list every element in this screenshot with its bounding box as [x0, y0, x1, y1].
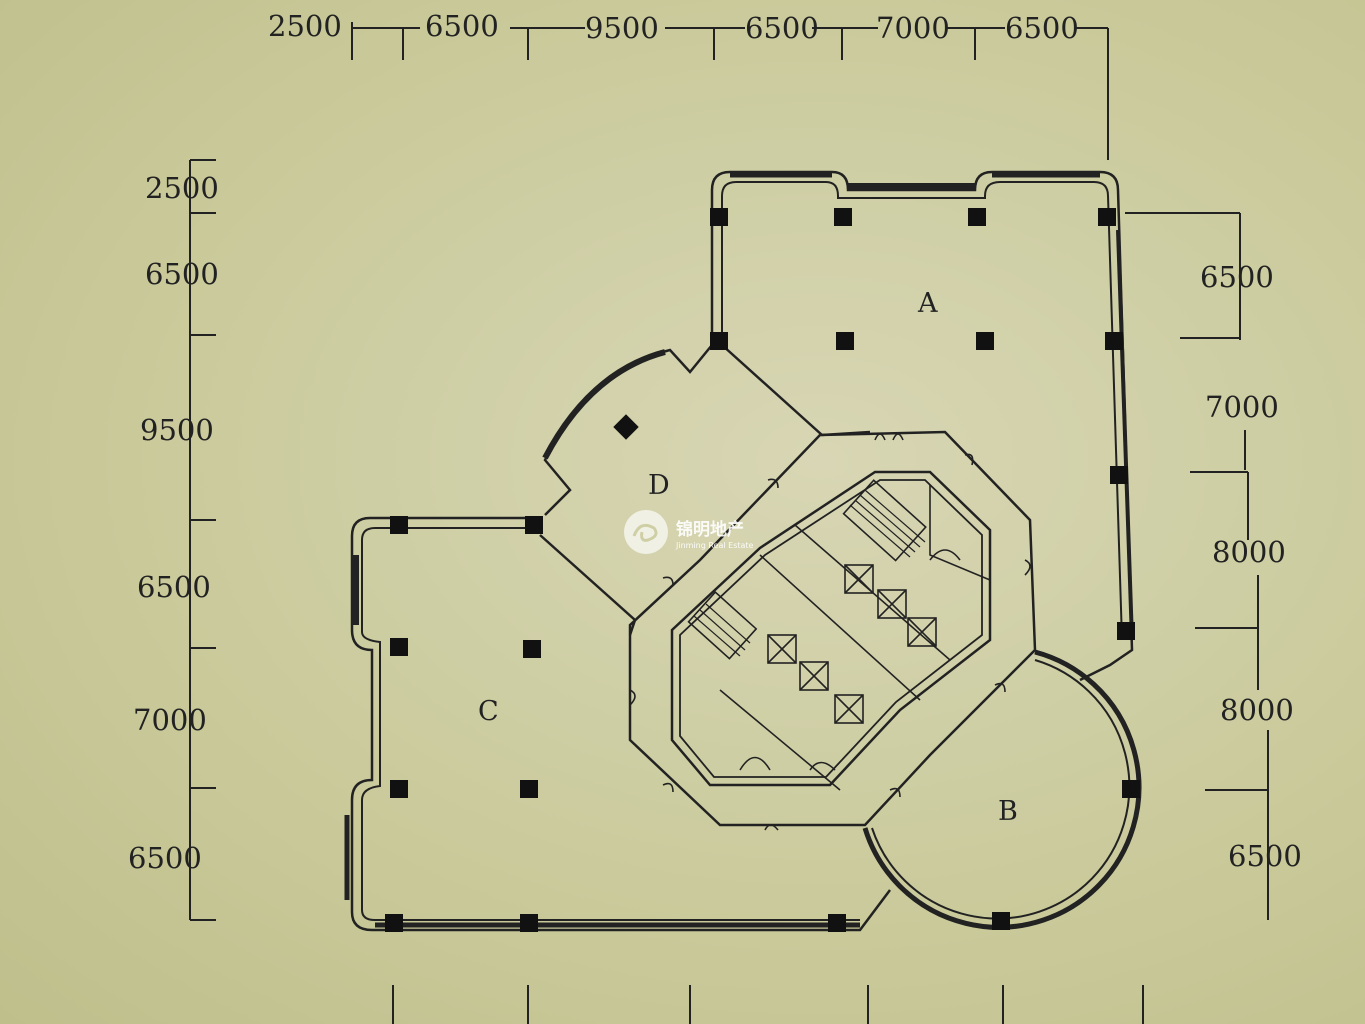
dim-right-1: 6500 [1200, 260, 1274, 294]
dim-left-5: 7000 [133, 703, 207, 737]
wall-block-a [710, 170, 1134, 682]
dim-left-2: 6500 [145, 257, 219, 291]
dim-right-3: 8000 [1212, 535, 1286, 569]
dim-top-2: 6500 [425, 9, 499, 43]
watermark-name-cn: 锦明地产 [676, 519, 744, 540]
left-dimensions: 2500 6500 9500 6500 7000 6500 [128, 171, 219, 875]
dim-left-3: 9500 [140, 413, 214, 447]
room-label-c: C [478, 696, 499, 727]
wall-block-c-inner [361, 527, 860, 921]
walls [344, 170, 1142, 932]
dim-right-2: 7000 [1205, 390, 1279, 424]
dim-left-6: 6500 [128, 841, 202, 875]
dim-top-1: 2500 [268, 9, 342, 43]
core-details [687, 479, 991, 791]
door-marks [629, 433, 1031, 831]
dimension-lines [189, 22, 1269, 1024]
dim-top-3: 9500 [585, 11, 659, 45]
dim-right-5: 6500 [1228, 839, 1302, 873]
wall-block-c [350, 516, 891, 932]
columns [385, 208, 1140, 932]
dim-left-1: 2500 [145, 171, 219, 205]
watermark: 锦明地产 Jinming Real Estate [624, 510, 754, 554]
wall-block-d [543, 344, 871, 516]
wall-core-inner [670, 470, 992, 787]
room-label-b: B [998, 796, 1018, 827]
watermark-logo-icon [624, 510, 668, 554]
elevators [767, 564, 937, 724]
dim-top-5: 7000 [876, 11, 950, 45]
wall-block-a-inner [721, 181, 1123, 641]
wall-block-b [862, 649, 1142, 930]
dim-left-4: 6500 [137, 570, 211, 604]
room-labels: A D C B [478, 288, 1018, 827]
room-label-d: D [648, 470, 670, 501]
right-dimensions: 6500 7000 8000 8000 6500 [1200, 260, 1302, 873]
wall-core-outer [628, 430, 1037, 827]
dim-right-4: 8000 [1220, 693, 1294, 727]
room-label-a: A [917, 288, 938, 319]
wall-core-inner2 [679, 479, 983, 778]
dim-top-4: 6500 [745, 11, 819, 45]
dim-top-6: 6500 [1005, 11, 1079, 45]
top-dimensions: 2500 6500 9500 6500 7000 6500 [268, 9, 1079, 45]
watermark-name-en: Jinming Real Estate [675, 541, 754, 550]
